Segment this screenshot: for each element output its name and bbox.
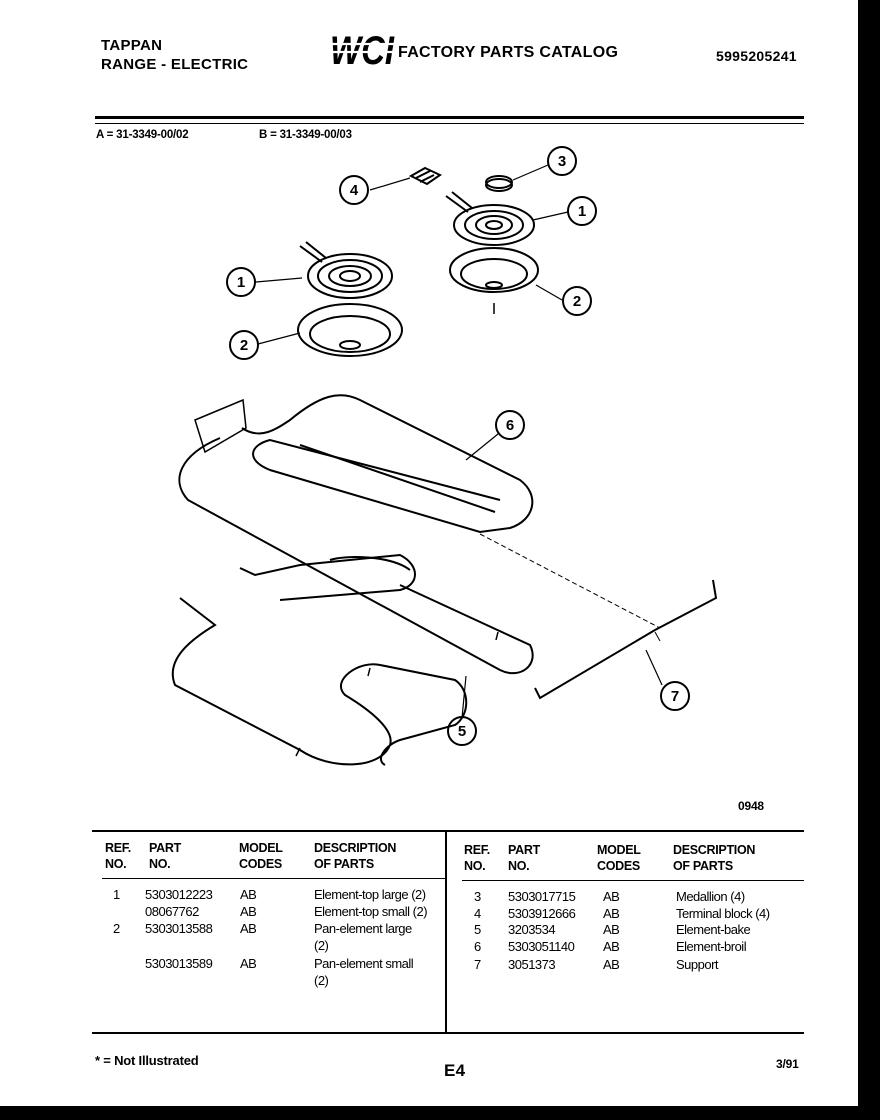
row-ref: 6 (474, 939, 481, 954)
col-header-part-line1: PART (508, 843, 540, 857)
parts-catalog-page: TAPPAN RANGE - ELECTRIC WCI FACTORY PART… (0, 0, 858, 1106)
wci-logo: WCI (330, 28, 396, 75)
page-number: E4 (444, 1061, 466, 1080)
not-illustrated-note: * = Not Illustrated (95, 1053, 199, 1068)
catalog-title: FACTORY PARTS CATALOG (398, 44, 619, 61)
terminal-block (408, 166, 443, 186)
row-desc: Element-top small (2) (314, 904, 428, 919)
row-desc-cont: (2) (314, 938, 329, 953)
header-rule-thick (95, 116, 804, 119)
col-header-desc-left: DESCRIPTION OF PARTS (314, 840, 396, 872)
row-part: 3051373 (508, 957, 556, 972)
col-header-part-line2: NO. (508, 859, 530, 873)
support-bracket (534, 579, 718, 700)
row-codes: AB (240, 956, 257, 971)
row-codes: AB (603, 957, 620, 972)
callout-7: 7 (671, 688, 679, 705)
row-part: 5303012223 (145, 887, 213, 902)
callout-4: 4 (350, 182, 359, 199)
col-header-codes-line1: MODEL (597, 843, 641, 857)
surface-element-small (445, 191, 535, 246)
wci-logo-text: WCI (330, 29, 395, 70)
col-header-ref-right: REF. NO. (464, 842, 490, 874)
col-header-codes-right: MODEL CODES (597, 842, 641, 874)
callout-3: 3 (558, 153, 566, 170)
row-ref: 4 (474, 906, 481, 921)
col-header-ref-line2: NO. (105, 857, 127, 871)
row-desc: Medallion (4) (676, 889, 745, 904)
surface-element-large (299, 241, 393, 299)
row-codes: AB (603, 889, 620, 904)
col-header-desc-right: DESCRIPTION OF PARTS (673, 842, 755, 874)
left-header-rule (102, 878, 445, 879)
revision-date: 3/91 (776, 1057, 799, 1071)
row-codes: AB (603, 939, 620, 954)
col-header-desc-line1: DESCRIPTION (314, 841, 397, 855)
row-ref: 3 (474, 889, 481, 904)
medallion (485, 175, 513, 192)
row-codes: AB (603, 922, 620, 937)
model-b-label: B = 31-3349-00/03 (259, 129, 352, 141)
row-ref: 1 (113, 887, 120, 902)
callout-1-left: 1 (237, 274, 245, 291)
row-codes: AB (603, 906, 620, 921)
table-center-divider (445, 832, 447, 1032)
row-desc: Element-bake (676, 922, 751, 937)
row-desc: Element-top large (2) (314, 887, 426, 902)
right-header-rule (462, 880, 804, 881)
col-header-ref-left: REF. NO. (105, 840, 131, 872)
col-header-codes-line2: CODES (239, 857, 282, 871)
row-ref: 2 (113, 921, 120, 936)
model-a-label: A = 31-3349-00/02 (96, 129, 189, 141)
row-part: 5303013589 (145, 956, 213, 971)
callout-6: 6 (506, 417, 514, 434)
col-header-part-left: PART NO. (149, 840, 181, 872)
col-header-part-line2: NO. (149, 857, 171, 871)
row-codes: AB (240, 921, 257, 936)
col-header-part-line1: PART (149, 841, 181, 855)
row-desc-cont: (2) (314, 973, 329, 988)
callout-2-left: 2 (240, 337, 248, 354)
col-header-codes-line1: MODEL (239, 841, 283, 855)
header-rule-thin (95, 123, 804, 124)
row-part: 5303912666 (508, 906, 576, 921)
row-desc: Terminal block (4) (676, 906, 770, 921)
broil-element (178, 394, 661, 675)
col-header-codes-left: MODEL CODES (239, 840, 283, 872)
row-codes: AB (240, 887, 257, 902)
row-desc: Support (676, 957, 719, 972)
drip-pan-small (449, 247, 539, 314)
table-bottom-rule (92, 1032, 804, 1034)
col-header-part-right: PART NO. (508, 842, 540, 874)
table-top-rule (92, 830, 804, 832)
row-desc: Pan-element large (314, 921, 412, 936)
col-header-ref-line1: REF. (464, 843, 490, 857)
callout-1-right: 1 (578, 203, 586, 220)
col-header-desc-line1: DESCRIPTION (673, 843, 756, 857)
row-part: 08067762 (145, 904, 199, 919)
row-part: 5303013588 (145, 921, 213, 936)
col-header-ref-line2: NO. (464, 859, 486, 873)
col-header-desc-line2: OF PARTS (314, 857, 374, 871)
exploded-parts-diagram: 1 2 4 3 1 2 6 5 7 (171, 146, 718, 766)
row-desc: Pan-element small (314, 956, 414, 971)
catalog-number: 5995205241 (716, 48, 797, 64)
col-header-desc-line2: OF PARTS (673, 859, 733, 873)
row-desc: Element-broil (676, 939, 747, 954)
callout-5: 5 (458, 723, 466, 740)
row-part: 5303051140 (508, 939, 575, 954)
drawing-number: 0948 (738, 799, 764, 813)
callout-2-right: 2 (573, 293, 581, 310)
col-header-codes-line2: CODES (597, 859, 640, 873)
drip-pan-large (297, 303, 403, 357)
brand-name: TAPPAN (101, 37, 163, 54)
col-header-ref-line1: REF. (105, 841, 131, 855)
product-type: RANGE - ELECTRIC (101, 56, 249, 73)
row-ref: 7 (474, 957, 481, 972)
row-part: 5303017715 (508, 889, 576, 904)
row-part: 3203534 (508, 922, 556, 937)
row-ref: 5 (474, 922, 481, 937)
bake-element (171, 553, 499, 766)
row-codes: AB (240, 904, 257, 919)
